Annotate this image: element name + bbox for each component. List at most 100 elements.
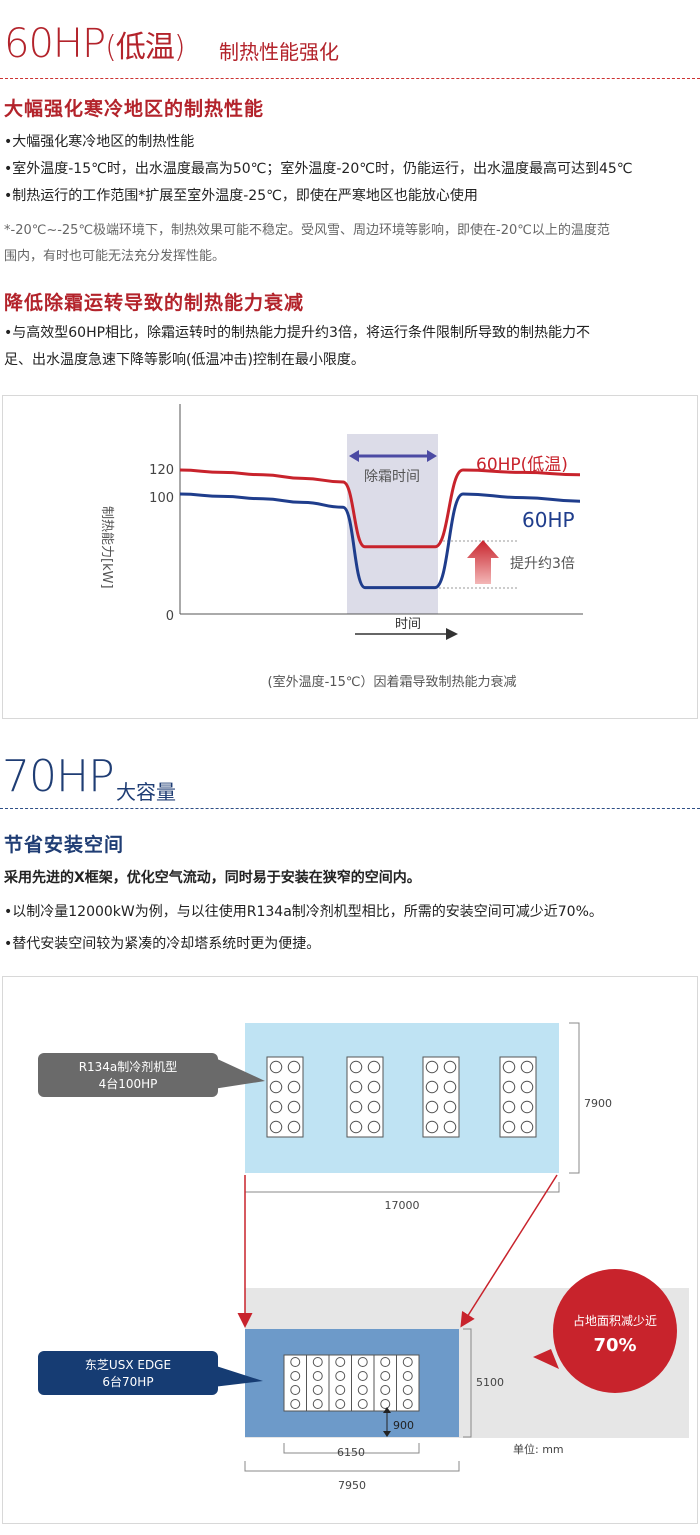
y-axis-label: 制热能力[kW] <box>99 506 114 589</box>
dimension-bracket <box>463 1328 472 1438</box>
fan-icon <box>287 1120 301 1134</box>
bullet-item: •大幅强化寒冷地区的制热性能 <box>4 134 195 150</box>
fan-icon <box>312 1371 323 1381</box>
fan-icon <box>380 1371 391 1381</box>
fan-icon <box>520 1080 534 1094</box>
new-chiller-unit <box>351 1354 375 1412</box>
boost-label: 提升约3倍 <box>510 556 575 572</box>
footnote-line: 围内，有时也可能无法充分发挥性能。 <box>4 249 226 264</box>
fan-icon <box>335 1371 346 1381</box>
callout-new-line1: 东芝USX EDGE <box>85 1357 171 1372</box>
callout-old-model <box>38 1053 218 1097</box>
fan-icon <box>520 1100 534 1114</box>
fan-icon <box>425 1120 439 1134</box>
fan-icon <box>425 1080 439 1094</box>
defrost-label: 除霜时间 <box>364 469 420 485</box>
section2-title: 70HP <box>2 751 115 802</box>
old-width-dimension: 17000 <box>385 1199 420 1212</box>
section1-title: 60HP(低温) <box>4 20 186 72</box>
paragraph-line: 足、出水温度急速下降等影响(低温冲击)控制在最小限度。 <box>4 352 365 368</box>
fan-icon <box>349 1080 363 1094</box>
y-tick-label: 120 <box>149 463 174 478</box>
heading-cold-region: 大幅强化寒冷地区的制热性能 <box>4 98 265 120</box>
reduction-badge <box>553 1269 677 1393</box>
bullet-item: •制热运行的工作范围*扩展至室外温度-25℃，即使在严寒地区也能放心使用 <box>4 188 478 204</box>
shrink-arrow <box>460 1174 558 1328</box>
old-chiller-unit <box>346 1056 384 1138</box>
fan-icon <box>287 1060 301 1074</box>
fan-icon <box>290 1385 301 1395</box>
fan-icon <box>443 1100 457 1114</box>
fan-icon <box>367 1120 381 1134</box>
fan-icon <box>380 1385 391 1395</box>
callout-new-line2: 6台70HP <box>102 1374 153 1389</box>
old-units <box>266 1056 537 1138</box>
defrost-arrow-right-head <box>427 450 437 462</box>
callout-old-line1: R134a制冷剂机型 <box>79 1059 178 1074</box>
dimension-bracket <box>244 1182 560 1193</box>
fan-icon <box>349 1100 363 1114</box>
paragraph-line: •与高效型60HP相比，除霜运转时的制热能力提升约3倍，将运行条件限制所导致的制… <box>4 325 590 341</box>
reduction-label: 占地面积减少近 <box>573 1313 657 1328</box>
callout-pointer <box>213 1057 265 1089</box>
heading-defrost: 降低除霜运转导致的制热能力衰减 <box>4 292 305 314</box>
old-chiller-unit <box>422 1056 460 1138</box>
fan-icon <box>312 1385 323 1395</box>
fan-icon <box>312 1357 323 1367</box>
gap-dimension: 900 <box>393 1419 414 1432</box>
series-line-standard <box>179 492 581 590</box>
fan-icon <box>443 1120 457 1134</box>
old-height-dimension: 7900 <box>584 1097 612 1110</box>
fan-icon <box>357 1357 368 1367</box>
callout-old-line2: 4台100HP <box>99 1076 158 1091</box>
fan-icon <box>520 1060 534 1074</box>
intro-bold-line: 采用先进的X框架，优化空气流动，同时易于安装在狭窄的空间内。 <box>4 870 421 886</box>
section1-title-main: 60HP <box>4 21 106 67</box>
defrost-paragraph: •与高效型60HP相比，除霜运转时的制热能力提升约3倍，将运行条件限制所导致的制… <box>4 320 698 374</box>
new-units <box>283 1354 420 1412</box>
section2-subtitle: 大容量 <box>116 780 176 804</box>
heading-space-saving: 节省安装空间 <box>4 834 125 856</box>
series-label-lowtemp: 60HP(低温) <box>476 455 568 475</box>
dimension-bracket <box>569 1022 580 1174</box>
unit-label: 单位: mm <box>513 1442 564 1456</box>
bullet-item: •以制冷量12000kW为例，与以往使用R134a制冷剂机型相比，所需的安装空间… <box>4 904 603 920</box>
heating-capacity-chart: 除霜时间 120 100 0 制热能力[kW] 时间 提升约3倍 60HP(低温… <box>99 404 583 690</box>
series-group <box>179 468 581 590</box>
footnote: *-20℃~-25℃极端环境下，制热效果可能不稳定。受风雪、周边环境等影响，即使… <box>4 218 696 270</box>
fan-icon <box>502 1120 516 1134</box>
fan-icon <box>425 1100 439 1114</box>
footnote-line: *-20℃~-25℃极端环境下，制热效果可能不稳定。受风雪、周边环境等影响，即使… <box>4 223 610 238</box>
new-chiller-unit <box>328 1354 352 1412</box>
fan-icon <box>269 1100 283 1114</box>
new-height-dimension: 5100 <box>476 1376 504 1389</box>
fan-icon <box>349 1060 363 1074</box>
fan-icon <box>287 1080 301 1094</box>
new-width-dimension: 7950 <box>338 1479 366 1492</box>
fan-icon <box>269 1080 283 1094</box>
new-chiller-unit <box>306 1354 330 1412</box>
fan-icon <box>269 1060 283 1074</box>
gap-arrowhead <box>383 1431 391 1437</box>
reduction-value: 70% <box>593 1335 636 1356</box>
fan-icon <box>335 1399 346 1409</box>
chart-caption: (室外温度-15℃）因着霜导致制热能力衰减 <box>268 674 517 690</box>
fan-icon <box>402 1385 413 1395</box>
divider <box>0 78 700 79</box>
inner-width-dimension: 6150 <box>337 1446 365 1459</box>
y-tick-label: 0 <box>166 609 174 624</box>
series-label-standard: 60HP <box>522 508 575 532</box>
fan-icon <box>290 1399 301 1409</box>
fan-icon <box>357 1399 368 1409</box>
fan-icon <box>287 1100 301 1114</box>
section1-title-paren: (低温) <box>105 30 185 65</box>
fan-icon <box>290 1371 301 1381</box>
fan-icon <box>380 1399 391 1409</box>
boost-arrow-icon <box>467 540 499 584</box>
footprint-diagram: 7900 17000 R134a制冷剂机型 4台100HP 占地面积减少近 70… <box>38 1022 689 1492</box>
fan-icon <box>357 1371 368 1381</box>
fan-icon <box>367 1080 381 1094</box>
divider <box>0 808 700 809</box>
fan-icon <box>443 1060 457 1074</box>
fan-icon <box>367 1060 381 1074</box>
